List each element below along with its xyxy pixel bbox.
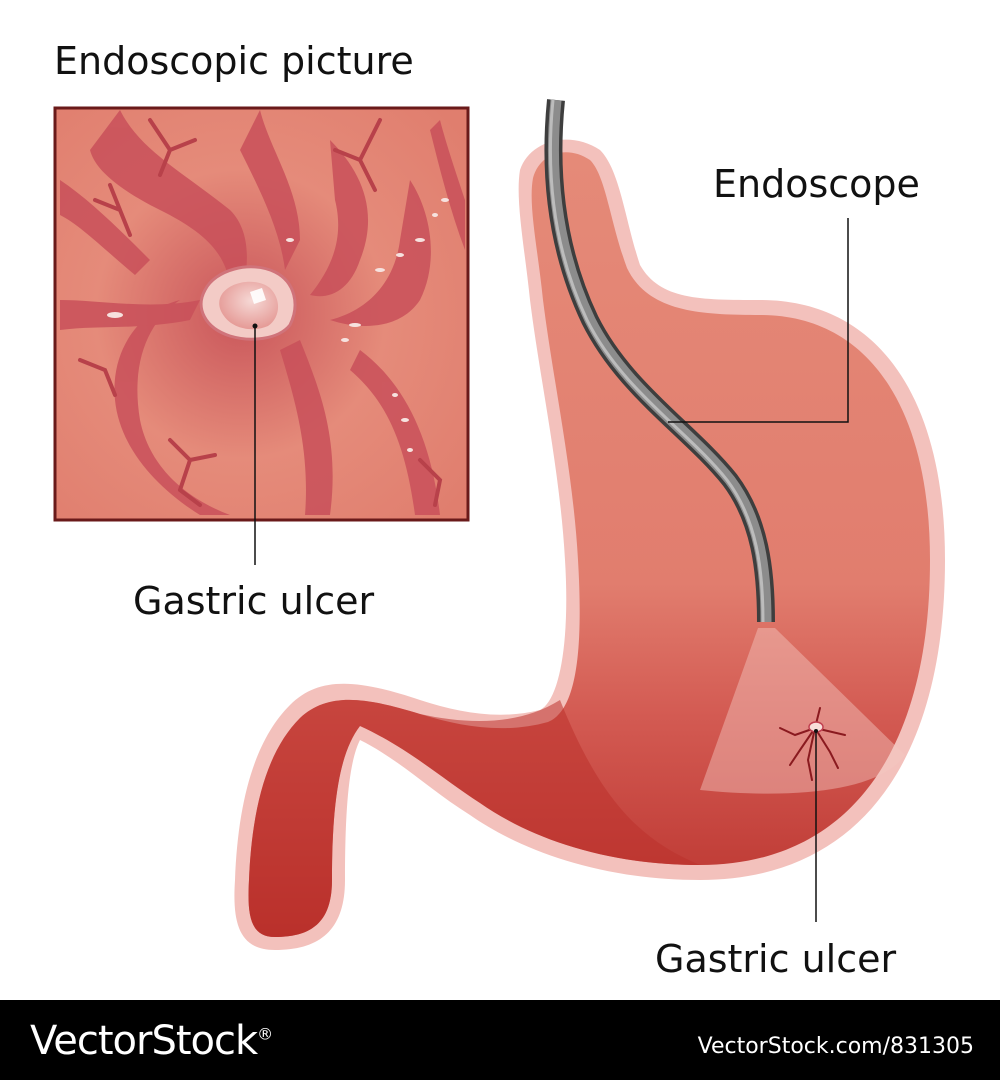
brand-name: VectorStock bbox=[30, 1018, 258, 1064]
stomach bbox=[234, 139, 945, 950]
inset-ulcer-label: Gastric ulcer bbox=[133, 579, 375, 623]
stomach-ulcer-label: Gastric ulcer bbox=[655, 937, 897, 981]
footer-bar: VectorStock® VectorStock.com/831305 bbox=[0, 1000, 1000, 1080]
leader-lines bbox=[254, 218, 849, 922]
image-id: VectorStock.com/831305 bbox=[697, 1034, 974, 1059]
endoscope-label: Endoscope bbox=[713, 162, 920, 206]
registered-mark: ® bbox=[257, 1024, 273, 1044]
endoscopic-inset bbox=[53, 106, 470, 522]
inset-title: Endoscopic picture bbox=[54, 39, 414, 83]
endoscope-tube bbox=[544, 99, 775, 623]
endoscope-leader bbox=[668, 218, 849, 423]
diagram-illustration bbox=[53, 99, 945, 950]
brand-logo: VectorStock® bbox=[30, 1018, 273, 1064]
